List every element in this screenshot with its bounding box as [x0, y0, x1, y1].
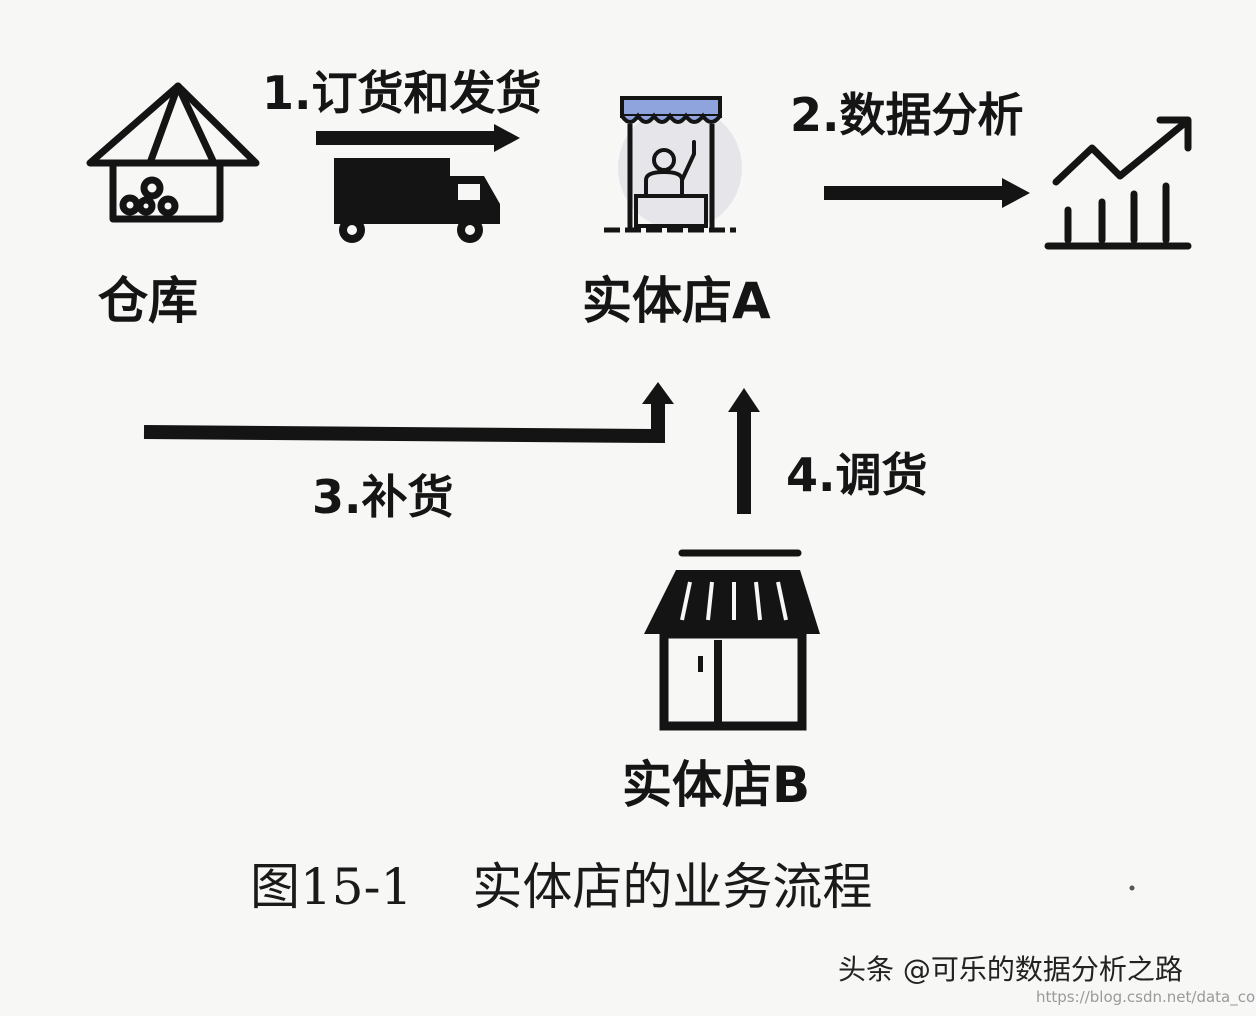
store-b-icon [644, 549, 820, 731]
truck-icon [334, 158, 500, 243]
edge-data-analysis-label: 2.数据分析 [790, 88, 1024, 142]
edge-data-analysis-arrow [824, 178, 1030, 208]
edge-order-ship-label: 1.订货和发货 [262, 66, 542, 120]
watermark-text: 头条 @可乐的数据分析之路 [838, 953, 1183, 986]
speck [1129, 885, 1135, 891]
warehouse-label: 仓库 [98, 272, 198, 330]
edge-replenish-arrow [143, 382, 674, 444]
edge-replenish-label: 3.补货 [312, 470, 454, 524]
watermark-url: https://blog.csdn.net/data_cola [1036, 988, 1256, 1006]
store-a-icon [604, 96, 742, 233]
edge-order-ship-arrow [316, 124, 520, 152]
store-b-label: 实体店B [622, 756, 811, 814]
figure-number: 图15-1 [250, 858, 413, 916]
warehouse-icon [86, 82, 260, 223]
edge-transfer-label: 4.调货 [786, 448, 928, 502]
figure-title: 实体店的业务流程 [472, 858, 873, 916]
trend-chart-icon [1044, 116, 1192, 250]
store-a-label: 实体店A [582, 272, 771, 330]
edge-transfer-arrow [728, 388, 760, 514]
